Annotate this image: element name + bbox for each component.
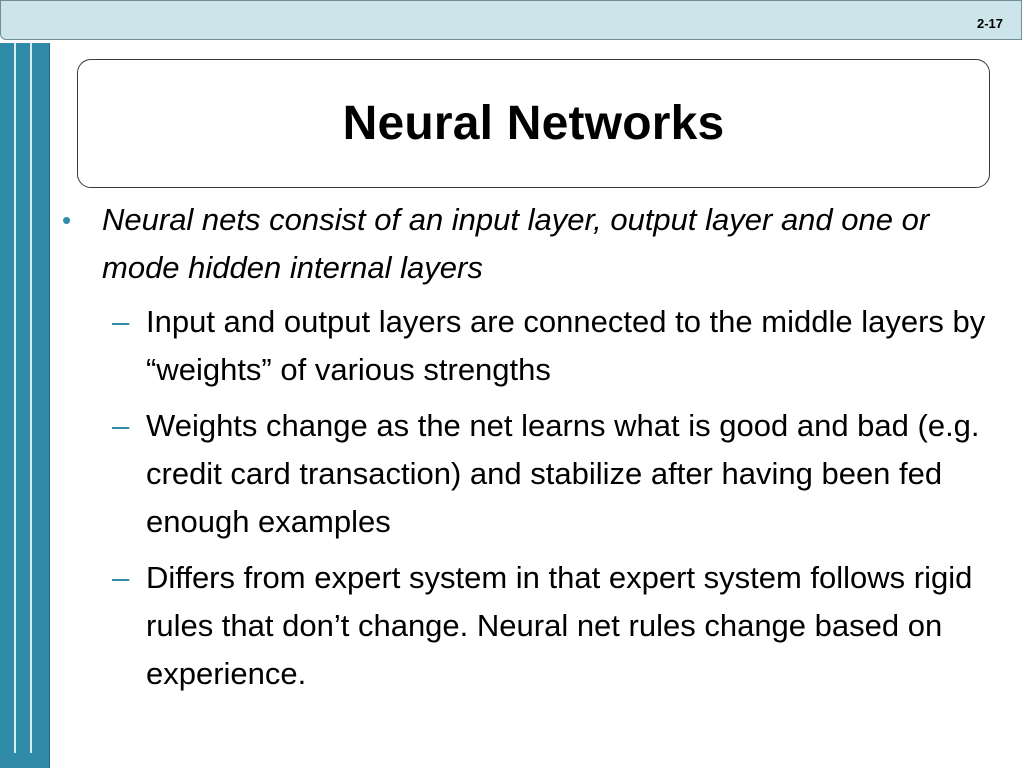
title-box: Neural Networks (77, 59, 990, 188)
sub-bullet-text: Weights change as the net learns what is… (146, 408, 980, 539)
band-stripe (30, 43, 32, 753)
dash-marker: – (112, 560, 130, 595)
band-stripe (14, 43, 16, 753)
bullet-marker: • (62, 205, 72, 235)
sub-bullet-text: Input and output layers are connected to… (146, 304, 986, 387)
bullet-item: • Neural nets consist of an input layer,… (60, 196, 1010, 292)
sub-bullet-item: – Differs from expert system in that exp… (112, 554, 1010, 698)
sub-bullet-text: Differs from expert system in that exper… (146, 560, 973, 691)
dash-marker: – (112, 304, 130, 339)
left-decorative-band (0, 43, 50, 768)
header-band: 2-17 (0, 0, 1022, 40)
dash-marker: – (112, 408, 130, 443)
slide-title: Neural Networks (342, 97, 725, 150)
sub-bullet-item: – Input and output layers are connected … (112, 298, 1010, 394)
sub-bullet-item: – Weights change as the net learns what … (112, 402, 1010, 546)
bullet-text: Neural nets consist of an input layer, o… (102, 202, 930, 285)
slide-number: 2-17 (976, 16, 1003, 31)
slide-content: • Neural nets consist of an input layer,… (60, 196, 1010, 706)
sub-bullet-list: – Input and output layers are connected … (60, 298, 1010, 698)
